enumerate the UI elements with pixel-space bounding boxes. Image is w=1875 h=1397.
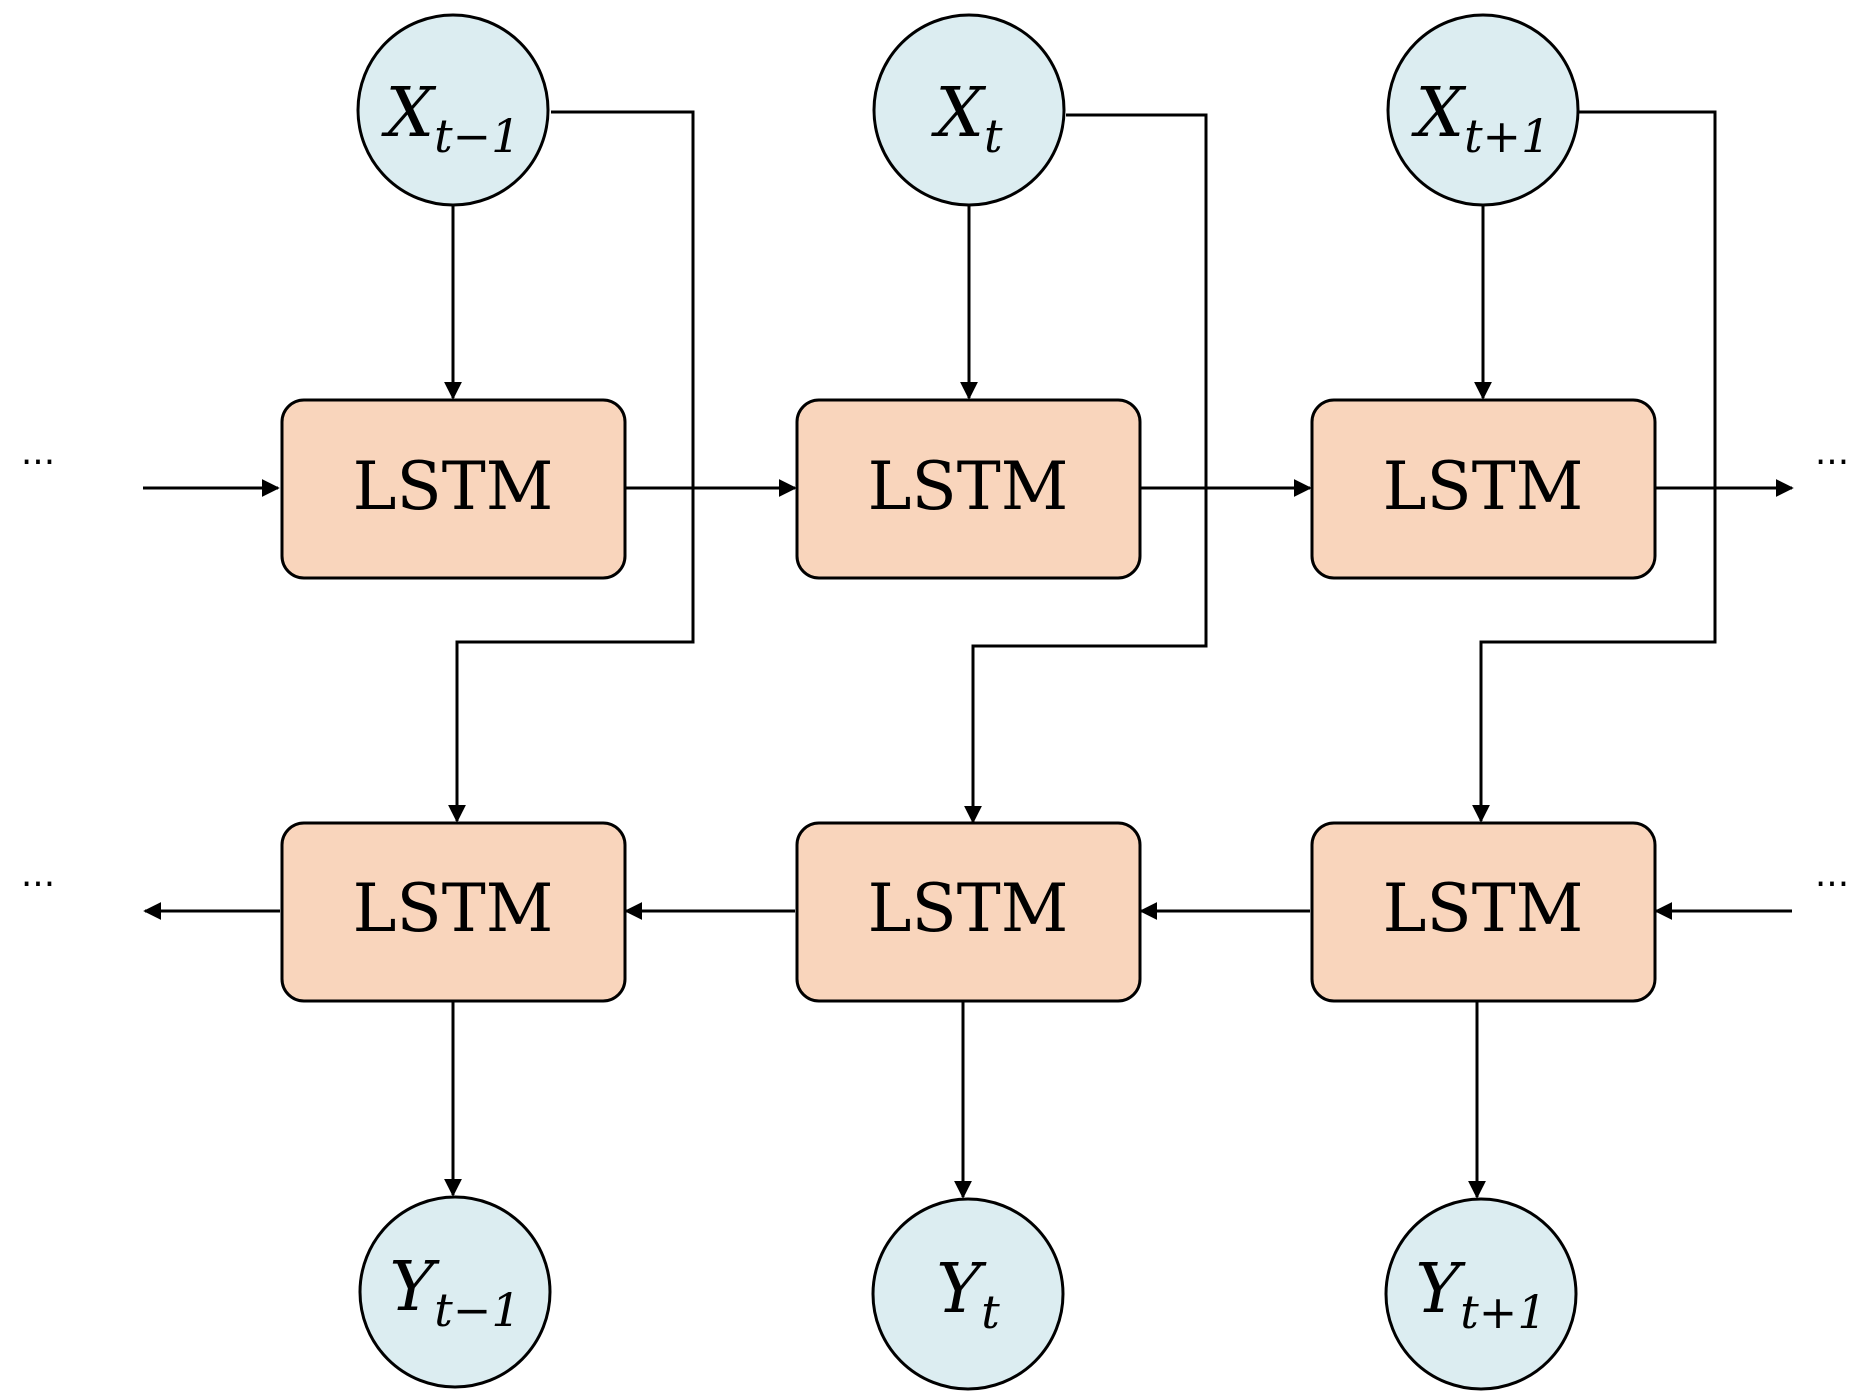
lstm-label: LSTM (1383, 870, 1584, 947)
input-to-forward-wires (444, 200, 1492, 400)
output-node-2: Yt+1 (1384, 1197, 1578, 1391)
wire-x0-to-backward (448, 110, 695, 823)
node-circle (872, 13, 1066, 207)
output-nodes: Yt−1 Yt Yt+1 (358, 1195, 1578, 1391)
node-label: Xt (931, 74, 1003, 164)
lstm-forward-0: LSTM (280, 398, 627, 580)
node-circle (1384, 1197, 1578, 1391)
ellipsis-backward-left: ··· (21, 864, 55, 905)
wire-x2-to-backward (1472, 110, 1717, 823)
lstm-backward-0: LSTM (280, 821, 627, 1003)
node-circle (356, 13, 550, 207)
lstm-backward-1: LSTM (795, 821, 1142, 1003)
lstm-label: LSTM (868, 448, 1069, 525)
lstm-forward-1: LSTM (795, 398, 1142, 580)
ellipsis-forward-right: ··· (1815, 442, 1849, 483)
input-node-1: Xt (872, 13, 1066, 207)
backward-lstm-row: LSTM LSTM LSTM (280, 821, 1657, 1003)
lstm-box (795, 398, 1142, 580)
input-to-backward-wires (448, 110, 1717, 824)
node-label: Xt+1 (1411, 74, 1551, 164)
node-label: Xt−1 (381, 74, 521, 164)
node-label: Yt+1 (1415, 1250, 1546, 1340)
lstm-label: LSTM (1383, 448, 1584, 525)
lstm-box (280, 398, 627, 580)
lstm-label: LSTM (868, 870, 1069, 947)
node-circle (871, 1197, 1065, 1391)
node-label: Yt−1 (389, 1248, 520, 1338)
lstm-box (1310, 821, 1657, 1003)
input-nodes: Xt−1 Xt Xt+1 (356, 13, 1580, 207)
output-node-1: Yt (871, 1197, 1065, 1391)
node-circle (358, 1195, 552, 1389)
wire-x1-to-backward (964, 113, 1208, 824)
lstm-box (280, 821, 627, 1003)
lstm-forward-2: LSTM (1310, 398, 1657, 580)
backward-to-output-wires (444, 1002, 1486, 1199)
lstm-box (1310, 398, 1657, 580)
ellipsis-forward-left: ··· (21, 442, 55, 483)
lstm-box (795, 821, 1142, 1003)
ellipsis-backward-right: ··· (1815, 864, 1849, 905)
lstm-label: LSTM (353, 448, 554, 525)
input-node-0: Xt−1 (356, 13, 550, 207)
output-node-0: Yt−1 (358, 1195, 552, 1389)
lstm-backward-2: LSTM (1310, 821, 1657, 1003)
node-label: Yt (936, 1250, 1000, 1340)
input-node-2: Xt+1 (1386, 13, 1580, 207)
ellipses: ··· ··· ··· ··· (21, 442, 1849, 905)
forward-lstm-row: LSTM LSTM LSTM (280, 398, 1657, 580)
lstm-label: LSTM (353, 870, 554, 947)
node-circle (1386, 13, 1580, 207)
